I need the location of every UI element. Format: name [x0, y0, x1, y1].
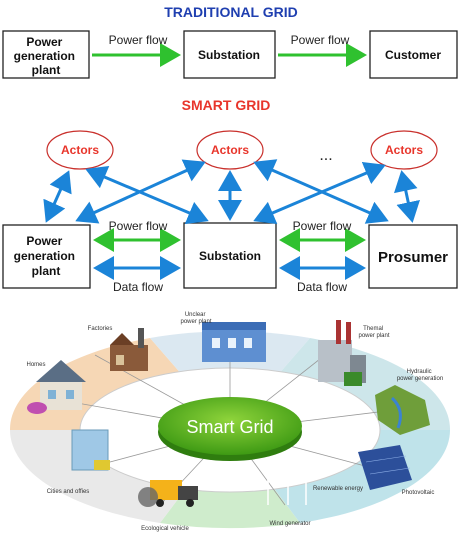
actor-left-substation-arrow: [85, 165, 209, 225]
label-hydraulic: Hydraulic power generation: [397, 369, 443, 382]
center-label: Smart Grid: [186, 417, 273, 437]
trad-power-plant-line1: Power: [26, 35, 62, 49]
smart-substation-label: Substation: [199, 249, 261, 263]
smart-power-plant-line3: plant: [32, 264, 61, 278]
label-photovoltaic: Photovoltaic: [402, 490, 435, 496]
ecological-vehicle-icon: [138, 480, 198, 507]
label-ecological-vehicle: Ecological vehicle: [141, 526, 189, 532]
trad-power-plant-label: Power generation plant: [14, 35, 79, 77]
smart-substation-box: [183, 222, 277, 289]
smart-prosumer-box: [368, 224, 458, 289]
home-icon: [27, 360, 86, 414]
trad-power-plant-box: [2, 30, 90, 79]
label-hydraulic-line1: Hydraulic: [407, 369, 432, 375]
nuclear-plant-icon: [202, 322, 266, 362]
plant-actor-center-arrow: [75, 159, 206, 224]
center-disc: [158, 397, 302, 455]
smart-power-plant-box: [2, 224, 91, 289]
smart-power-flow-label-2: Power flow: [293, 219, 352, 233]
substation-actor-right-arrow: [253, 162, 386, 224]
hydraulic-icon: [375, 385, 430, 435]
smart-grid-title: SMART GRID: [182, 97, 271, 113]
trad-power-flow-label-1: Power flow: [109, 33, 168, 47]
actor-left-plant-arrow: [43, 170, 72, 223]
city-icon: [71, 429, 110, 471]
trad-substation-label: Substation: [198, 48, 260, 62]
label-nuclear-line1: Unclear: [185, 312, 206, 318]
label-wind-generator: Wind generator: [269, 521, 310, 527]
smart-prosumer-label: Prosumer: [378, 249, 448, 266]
photovoltaic-icon: [358, 445, 412, 490]
label-renewable: Renewable energy: [313, 486, 363, 492]
traditional-grid-title: TRADITIONAL GRID: [164, 4, 298, 20]
label-factories: Factories: [88, 326, 113, 332]
trad-customer-box: [369, 30, 458, 79]
trad-substation-box: [183, 30, 276, 79]
trad-power-flow-label-2: Power flow: [291, 33, 350, 47]
trad-customer-label: Customer: [385, 48, 441, 62]
factory-icon: [110, 328, 148, 371]
actor-center-label: Actors: [211, 143, 249, 157]
thermal-plant-icon: [318, 320, 366, 386]
smart-power-flow-label-1: Power flow: [109, 219, 168, 233]
trad-power-plant-line2: generation: [14, 49, 75, 63]
actor-right-label: Actors: [385, 143, 423, 157]
smart-grid-illustration: Smart Grid: [9, 312, 451, 532]
label-nuclear-plant: Unclear power plant: [180, 312, 211, 325]
label-hydraulic-line2: power generation: [397, 376, 443, 382]
wind-generator-icon: [255, 455, 317, 505]
label-cities: Cities and offies: [47, 489, 90, 495]
label-thermal-plant: Themal power plant: [358, 326, 389, 339]
smart-data-flow-label-2: Data flow: [297, 280, 347, 294]
label-nuclear-line2: power plant: [180, 319, 211, 325]
actor-right-prosumer-arrow: [394, 170, 420, 223]
label-homes: Homes: [26, 362, 45, 368]
smart-power-plant-label: Power generation plant: [14, 234, 79, 278]
actor-left-label: Actors: [61, 143, 99, 157]
actor-center-ellipse: [196, 130, 264, 170]
smart-power-plant-line1: Power: [26, 234, 62, 248]
label-thermal-line1: Themal: [363, 326, 383, 332]
smart-data-flow-label-1: Data flow: [113, 280, 163, 294]
trad-power-plant-line3: plant: [32, 63, 61, 77]
smart-power-plant-line2: generation: [14, 249, 75, 263]
actors-ellipsis: ...: [319, 147, 332, 164]
label-thermal-line2: power plant: [358, 333, 389, 339]
